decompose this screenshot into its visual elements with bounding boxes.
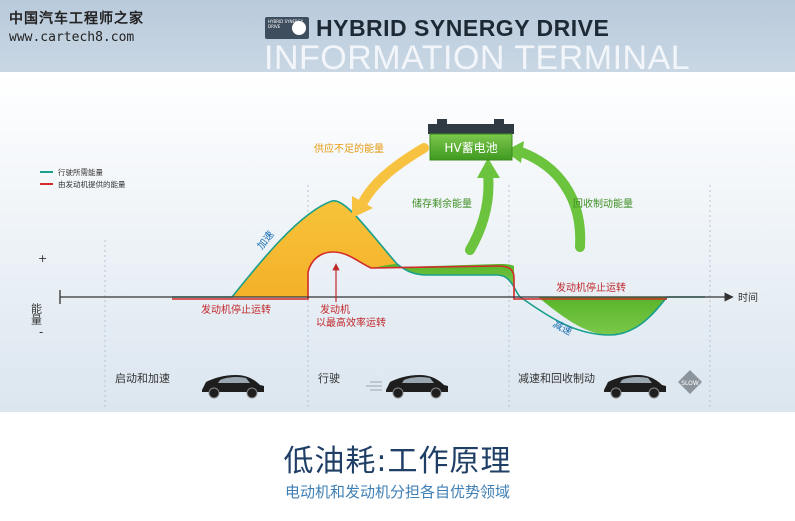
watermark-url: www.cartech8.com: [9, 30, 135, 45]
engine-energy-line: [172, 251, 667, 300]
legend-label-engine: 由发动机提供的能量: [58, 179, 126, 189]
surplus-energy-label: 储存剩余能量: [412, 197, 472, 210]
footer-title: 低油耗:工作原理: [283, 444, 512, 479]
phase-label-decel-regen: 减速和回收制动: [518, 371, 595, 385]
axis-minus-sign: -: [39, 325, 43, 339]
regen-arrow-head-icon: [505, 141, 524, 163]
battery-label: HV蓄电池: [444, 141, 497, 155]
car-icon-cruise: [366, 375, 448, 399]
battery-terminal-right: [494, 119, 504, 125]
car-icon-start: [202, 375, 264, 399]
required-energy-line: [172, 200, 705, 336]
car-icon-decel: [604, 375, 666, 399]
energy-shortage-area: [232, 200, 397, 297]
legend-label-required: 行驶所需能量: [58, 167, 103, 177]
engine-stop-right-label: 发动机停止运转: [556, 281, 626, 294]
hv-battery-icon: HV蓄电池: [428, 119, 514, 161]
phase-label-start-accel: 启动和加速: [115, 372, 170, 385]
battery-terminal-left: [437, 119, 447, 125]
shortage-arrow-head-icon: [352, 196, 373, 218]
watermark-title: 中国汽车工程师之家: [9, 11, 144, 27]
brand-title: HYBRID SYNERGY DRIVE: [316, 15, 610, 41]
shortage-energy-label: 供应不足的能量: [314, 142, 384, 155]
time-axis-label: 时间: [738, 291, 758, 304]
information-terminal-title: INFORMATION TERMINAL: [264, 40, 691, 72]
engine-efficient-label-line2: 以最高效率运转: [316, 316, 386, 329]
footer-subtitle: 电动机和发动机分担各自优势领域: [284, 483, 510, 501]
surplus-arrow-head-icon: [477, 158, 500, 178]
shortage-flow-arrow: [357, 143, 429, 209]
phase-label-cruise: 行驶: [318, 371, 340, 385]
slow-sign-text: SLOW: [681, 380, 699, 387]
engine-stop-left-label: 发动机停止运转: [201, 303, 271, 316]
energy-flow-diagram: 行驶所需能量 由发动机提供的能量 + 能量 - 时间 加速 减速 发动机停止运转…: [0, 72, 795, 412]
header-banner: 中国汽车工程师之家 www.cartech8.com HYBRID SYNERG…: [0, 0, 795, 72]
slow-sign-icon: SLOW: [678, 370, 702, 394]
regen-energy-area: [538, 297, 667, 335]
battery-body: [429, 133, 513, 161]
battery-top-cap: [428, 124, 514, 134]
logo-glyph-icon: [292, 21, 306, 35]
engine-efficient-label-line1: 发动机: [320, 303, 350, 316]
axis-energy-label: 能量: [30, 302, 43, 325]
hybrid-synergy-drive-logo: HYBRID SYNERGY DRIVE: [265, 17, 309, 39]
diagram-background: [0, 72, 795, 412]
logo-lettering: HYBRID SYNERGY DRIVE: [268, 19, 304, 29]
surplus-flow-arrow: [465, 169, 494, 255]
regen-energy-label: 回收制动能量: [573, 197, 633, 210]
axis-plus-sign: +: [38, 252, 47, 265]
regen-flow-arrow: [516, 147, 586, 252]
